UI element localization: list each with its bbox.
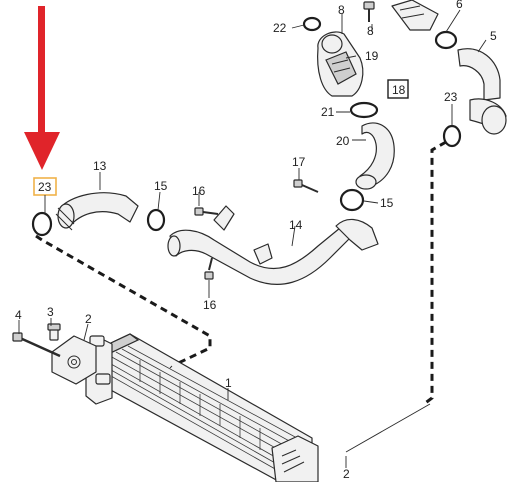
callout-2-left: 2 — [85, 312, 92, 326]
bolt-right — [293, 179, 319, 193]
callout-16-upper: 16 — [192, 184, 206, 198]
callout-16-lower: 16 — [203, 298, 217, 312]
charge-pipe — [167, 205, 379, 285]
callout-18: 18 — [392, 83, 406, 97]
red-arrow-indicator — [24, 6, 60, 170]
seal-ring-left — [31, 211, 53, 237]
callout-17: 17 — [292, 155, 306, 169]
dashed-route-right — [423, 140, 447, 406]
callout-19: 19 — [365, 49, 379, 63]
bolt-top — [363, 1, 375, 22]
callout-8-lower: 8 — [367, 24, 374, 38]
hose-right — [457, 48, 507, 135]
callout-20: 20 — [336, 134, 350, 148]
bolt — [12, 332, 61, 358]
callout-2-bottom: 2 — [343, 467, 350, 481]
callout-4: 4 — [15, 308, 22, 322]
clamp-right — [339, 188, 365, 212]
callout-23-left: 23 — [38, 180, 52, 194]
bolt-lower — [204, 257, 214, 280]
mounting-bracket — [51, 335, 97, 385]
clamp-top-right — [434, 30, 458, 50]
callout-22: 22 — [273, 21, 287, 35]
hose-upper-middle — [355, 122, 395, 190]
dashed-route-left — [35, 234, 212, 368]
callout-5: 5 — [490, 29, 497, 43]
box-callout-18 — [387, 79, 409, 99]
intercooler — [85, 333, 319, 482]
seal-ring-throttle — [302, 16, 322, 32]
clamp-throttle — [349, 101, 379, 119]
callout-13: 13 — [93, 159, 107, 173]
callout-14: 14 — [289, 218, 303, 232]
callout-21: 21 — [321, 105, 335, 119]
callout-6: 6 — [456, 0, 463, 11]
hose-left — [55, 192, 139, 231]
callout-15-right: 15 — [380, 196, 394, 210]
callout-23-right: 23 — [444, 90, 458, 104]
screw — [47, 323, 61, 341]
seal-ring-right — [442, 124, 462, 148]
callout-3: 3 — [47, 305, 54, 319]
callout-15-left: 15 — [154, 179, 168, 193]
throttle-body — [317, 31, 364, 97]
sensor-housing — [391, 0, 439, 31]
bolt-upper — [194, 207, 219, 216]
callout-1: 1 — [225, 376, 232, 390]
leader-lines — [18, 9, 487, 468]
clamp-left — [146, 208, 166, 232]
callout-8-upper: 8 — [338, 3, 345, 17]
